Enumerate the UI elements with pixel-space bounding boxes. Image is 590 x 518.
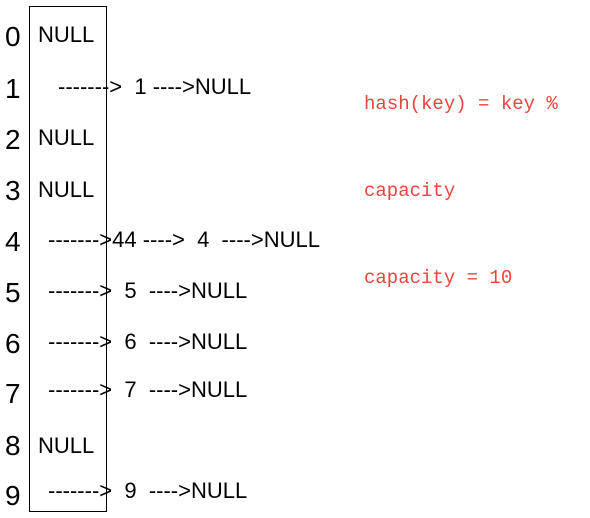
capacity-line: capacity = 10	[364, 267, 513, 289]
bucket-4-chain: ------->44 ----> 4 ---->NULL	[48, 227, 320, 252]
bucket-index-1: 1	[5, 73, 21, 104]
bucket-5-chain: -------> 5 ---->NULL	[48, 278, 248, 303]
bucket-6-chain: -------> 6 ---->NULL	[48, 329, 248, 354]
bucket-array	[29, 6, 107, 512]
bucket-index-0: 0	[5, 21, 21, 52]
bucket-index-8: 8	[5, 430, 21, 461]
bucket-index-3: 3	[5, 175, 21, 206]
hash-function-note: hash(key) = key % capacity capacity = 10	[364, 32, 558, 322]
bucket-index-4: 4	[5, 226, 21, 257]
bucket-index-6: 6	[5, 328, 21, 359]
bucket-8-null: NULL	[38, 433, 95, 458]
bucket-2-null: NULL	[38, 125, 95, 150]
bucket-9-chain: -------> 9 ---->NULL	[48, 478, 248, 503]
hash-function-line: hash(key) = key %	[364, 93, 558, 115]
bucket-index-2: 2	[5, 124, 21, 155]
bucket-1-chain: -------> 1 ---->NULL	[58, 74, 252, 99]
bucket-7-chain: -------> 7 ---->NULL	[48, 377, 248, 402]
bucket-index-5: 5	[5, 277, 21, 308]
bucket-index-9: 9	[5, 480, 21, 511]
bucket-0-null: NULL	[38, 22, 95, 47]
bucket-3-null: NULL	[38, 177, 95, 202]
hash-function-line-cont: capacity	[364, 180, 456, 202]
bucket-index-7: 7	[5, 378, 21, 409]
